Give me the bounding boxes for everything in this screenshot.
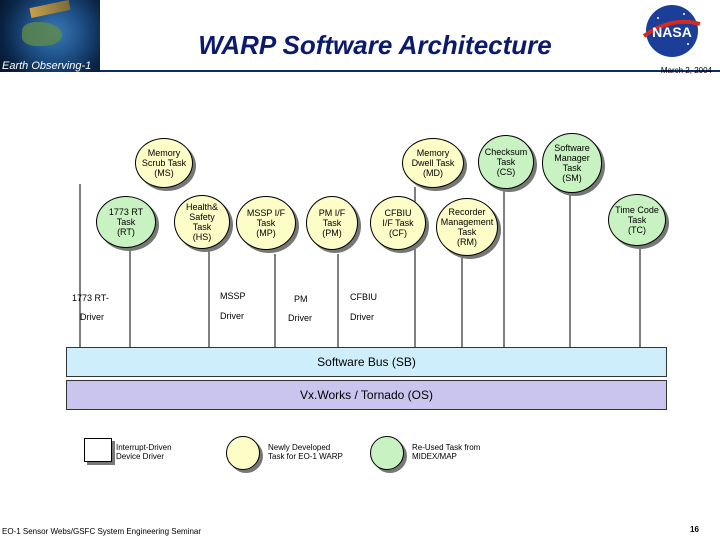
time-code-task: Time Code Task (TC) bbox=[608, 194, 666, 246]
legend-new-task-circle bbox=[226, 436, 260, 470]
checksum-task: Checksum Task (CS) bbox=[478, 135, 534, 189]
pm-driver-label-top: PM bbox=[294, 294, 308, 304]
nasa-logo-text: NASA bbox=[652, 24, 692, 40]
nasa-logo-icon: NASA bbox=[642, 5, 701, 57]
os-layer: Vx.Works / Tornado (OS) bbox=[66, 380, 667, 410]
pm-if-task: PM I/F Task (PM) bbox=[306, 196, 358, 250]
rt-driver-label-top: 1773 RT- bbox=[72, 293, 109, 303]
page-title: WARP Software Architecture bbox=[198, 30, 552, 60]
page-number: 16 bbox=[690, 525, 699, 534]
legend-new-task-text: Newly Developed Task for EO-1 WARP bbox=[268, 443, 343, 461]
software-bus: Software Bus (SB) bbox=[66, 347, 667, 377]
legend-reused-task-circle bbox=[370, 436, 404, 470]
cfbiu-if-task: CFBIU I/F Task (CF) bbox=[370, 196, 426, 250]
cfbiu-driver-label-top: CFBIU bbox=[350, 292, 377, 302]
recorder-management-task: Recorder Management Task (RM) bbox=[436, 198, 498, 256]
1773-rt-task: 1773 RT Task (RT) bbox=[96, 196, 156, 248]
land-mass bbox=[22, 22, 62, 46]
earth-observing-image bbox=[0, 0, 100, 72]
pm-driver-label-bottom: Driver bbox=[288, 313, 312, 323]
legend-driver-text: Interrupt-Driven Device Driver bbox=[116, 443, 172, 461]
memory-scrub-task: Memory Scrub Task (MS) bbox=[135, 138, 193, 188]
software-manager-task: Software Manager Task (SM) bbox=[542, 133, 602, 193]
legend-reused-task-text: Re-Used Task from MIDEX/MAP bbox=[412, 443, 481, 461]
header-divider bbox=[100, 70, 720, 72]
date-label: March 2, 2004 bbox=[660, 66, 712, 75]
health-safety-task: Health& Safety Task (HS) bbox=[174, 195, 230, 249]
legend-driver-box bbox=[84, 438, 112, 462]
mssp-driver-label-top: MSSP bbox=[220, 291, 246, 301]
cfbiu-driver-label-bottom: Driver bbox=[350, 312, 374, 322]
mssp-if-task: MSSP I/F Task (MP) bbox=[236, 196, 296, 250]
mssp-driver-label-bottom: Driver bbox=[220, 311, 244, 321]
footer-text: EO-1 Sensor Webs/GSFC System Engineering… bbox=[2, 527, 202, 536]
rt-driver-label-bottom: Driver bbox=[80, 312, 104, 322]
mission-label: Earth Observing-1 bbox=[2, 60, 92, 72]
memory-dwell-task: Memory Dwell Task (MD) bbox=[402, 138, 464, 188]
